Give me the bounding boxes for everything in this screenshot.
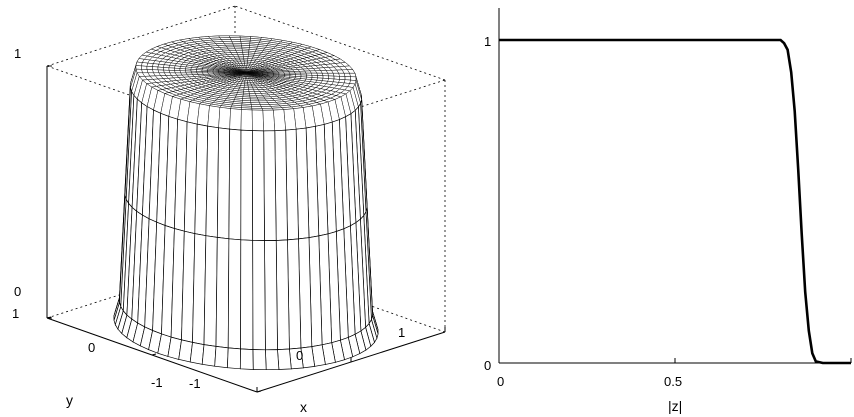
surface-face: [240, 239, 254, 350]
surface-face: [246, 80, 251, 83]
z-tick-0: 0: [14, 284, 21, 299]
surface-face: [277, 348, 292, 370]
y-tick-neg1: -1: [151, 375, 163, 390]
surface-face: [227, 347, 241, 370]
z-tick-1: 1: [14, 46, 21, 61]
surface-face: [339, 76, 346, 80]
surface-face: [179, 70, 187, 74]
surface-face: [265, 349, 280, 371]
surface-face: [227, 238, 242, 350]
surface-face: [251, 109, 264, 132]
surface-face: [152, 66, 159, 71]
box-edge: [234, 5, 446, 81]
profile-x-tick-0: 0: [497, 374, 504, 389]
surface-face: [189, 341, 205, 365]
profile-x-axis-label: |z|: [668, 398, 682, 414]
surface-face: [185, 70, 192, 74]
profile-axes: [498, 8, 852, 364]
surface-face: [163, 69, 171, 74]
surface-face: [196, 71, 203, 74]
surface-face: [285, 128, 299, 241]
profile-y-tick-0: 0: [484, 358, 491, 373]
y-tick-mark: [46, 316, 52, 319]
y-tick-mark: [256, 390, 262, 393]
profile-y-tick-1: 1: [484, 34, 491, 49]
x-tick-neg1: -1: [189, 376, 201, 391]
surface-face: [252, 349, 267, 371]
surface-face: [228, 128, 242, 241]
surface-plot: 1 0 1 0 -1 -1 0 1 y x: [12, 5, 446, 415]
surface-face: [207, 105, 221, 129]
surface-face: [287, 238, 302, 350]
profile-series-line: [499, 38, 851, 365]
surface-face: [192, 233, 207, 346]
surface-face: [274, 129, 288, 241]
y-axis-label: y: [66, 392, 73, 408]
surface-face: [201, 344, 217, 367]
surface-face: [218, 107, 231, 130]
surface-face: [203, 235, 218, 347]
surface-face: [216, 127, 231, 240]
surface-face: [283, 108, 297, 131]
x-tick-0: 0: [296, 348, 303, 363]
surface-face: [252, 130, 265, 241]
surface-face: [135, 65, 142, 70]
profile-x-tick-05: 0.5: [664, 374, 682, 389]
profile-plot: 1 0 0 0.5 |z|: [484, 8, 852, 414]
surface-face: [168, 67, 175, 71]
y-tick-1: 1: [12, 306, 19, 321]
surface-face: [174, 70, 182, 74]
surface-face: [214, 346, 229, 369]
surface-face: [229, 108, 242, 131]
surface-face: [205, 125, 219, 238]
surface-face: [262, 109, 276, 132]
surface-face: [163, 67, 170, 71]
surface-face: [254, 93, 263, 96]
surface-face: [196, 103, 210, 127]
surface-face: [273, 109, 286, 131]
surface-face: [240, 129, 254, 241]
surface-mesh: [113, 35, 379, 371]
surface-face: [252, 240, 266, 351]
surface-face: [146, 66, 153, 70]
y-tick-mark: [151, 353, 157, 356]
surface-face: [240, 109, 253, 131]
surface-face: [263, 130, 277, 241]
surface-face: [275, 239, 290, 350]
surface-face: [157, 66, 164, 71]
surface-face: [239, 348, 254, 370]
x-tick-1: 1: [398, 325, 405, 340]
surface-face: [247, 83, 253, 87]
surface-face: [264, 240, 278, 351]
x-axis-label: x: [300, 399, 307, 415]
surface-face: [141, 65, 148, 70]
y-tick-0: 0: [88, 340, 95, 355]
surface-face: [215, 237, 230, 349]
surface-face: [194, 123, 209, 237]
surface-face: [190, 70, 198, 74]
